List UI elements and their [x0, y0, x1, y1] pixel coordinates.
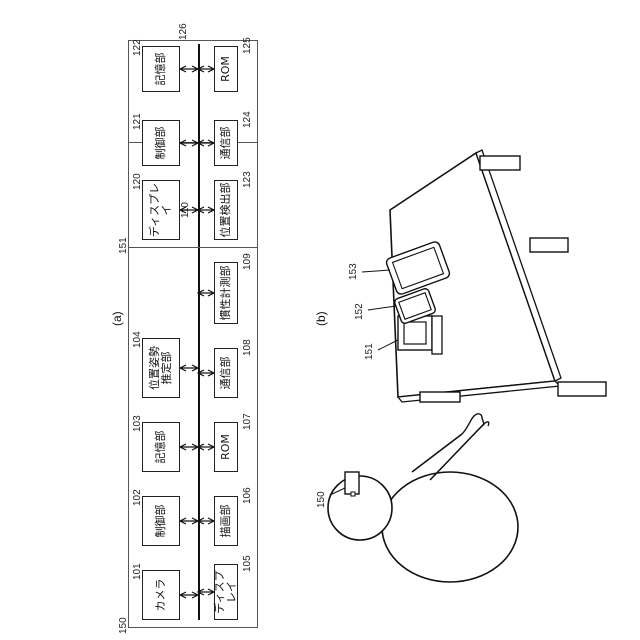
ref-105: 105: [242, 555, 253, 572]
block-121: 制御部: [142, 120, 180, 166]
leader-152: [368, 306, 396, 310]
ref-103: 103: [132, 415, 143, 432]
ref-device-152: 152: [354, 303, 365, 320]
block-123: 位置検出部: [214, 180, 238, 240]
ref-107: 107: [242, 413, 253, 430]
ref-109: 109: [242, 253, 253, 270]
block-103: 記憶部: [142, 422, 180, 472]
ref-106: 106: [242, 487, 253, 504]
ref-124: 124: [242, 111, 253, 128]
block-104: 位置姿勢 推定部: [142, 338, 180, 398]
ref-102: 102: [132, 489, 143, 506]
ref-125: 125: [242, 37, 253, 54]
leader-153: [362, 270, 390, 272]
block-102: 制御部: [142, 496, 180, 546]
ref-120: 120: [132, 173, 143, 190]
block-109: 慣性計測部: [214, 262, 238, 324]
block-102-label: 制御部: [155, 505, 167, 538]
block-106: 描画部: [214, 496, 238, 546]
block-101-label: カメラ: [155, 579, 167, 612]
ref-hmd-150: 150: [316, 491, 327, 508]
block-108-label: 通信部: [220, 357, 232, 390]
person-head: [328, 476, 392, 540]
block-105-label: ディスプレイ: [214, 565, 238, 619]
ref-device-151: 151: [364, 343, 375, 360]
ref-device-153: 153: [348, 263, 359, 280]
ref-122: 122: [132, 39, 143, 56]
block-122-label: 記憶部: [155, 53, 167, 86]
block-109-label: 慣性計測部: [220, 266, 232, 321]
table-leg-1: [558, 382, 606, 396]
block-121-label: 制御部: [155, 127, 167, 160]
block-120-label: ディスプレイ: [149, 181, 173, 239]
ref-121: 121: [132, 113, 143, 130]
block-124-label: 通信部: [220, 127, 232, 160]
ref-123: 123: [242, 171, 253, 188]
block-103-label: 記憶部: [155, 431, 167, 464]
table-leg-2: [530, 238, 568, 252]
block-123-label: 位置検出部: [220, 183, 232, 238]
block-120: ディスプレイ: [142, 180, 180, 240]
table-leg-4: [420, 392, 460, 402]
ref-101: 101: [132, 563, 143, 580]
ref-108: 108: [242, 339, 253, 356]
block-125-label: ROM: [220, 56, 232, 82]
person-body: [382, 472, 518, 582]
table-leg-3: [480, 156, 520, 170]
hand: [462, 414, 489, 434]
block-105: ディスプレイ: [214, 564, 238, 620]
block-104-label: 位置姿勢 推定部: [149, 346, 173, 390]
block-124: 通信部: [214, 120, 238, 166]
block-106-label: 描画部: [220, 505, 232, 538]
block-125: ROM: [214, 46, 238, 92]
block-108: 通信部: [214, 348, 238, 398]
block-101: カメラ: [142, 570, 180, 620]
hmd-device: [345, 472, 359, 494]
ref-104: 104: [132, 331, 143, 348]
arm-lower: [412, 434, 462, 472]
block-122: 記憶部: [142, 46, 180, 92]
block-107: ROM: [214, 422, 238, 472]
block-107-label: ROM: [220, 434, 232, 460]
hmd-lens: [351, 492, 355, 496]
